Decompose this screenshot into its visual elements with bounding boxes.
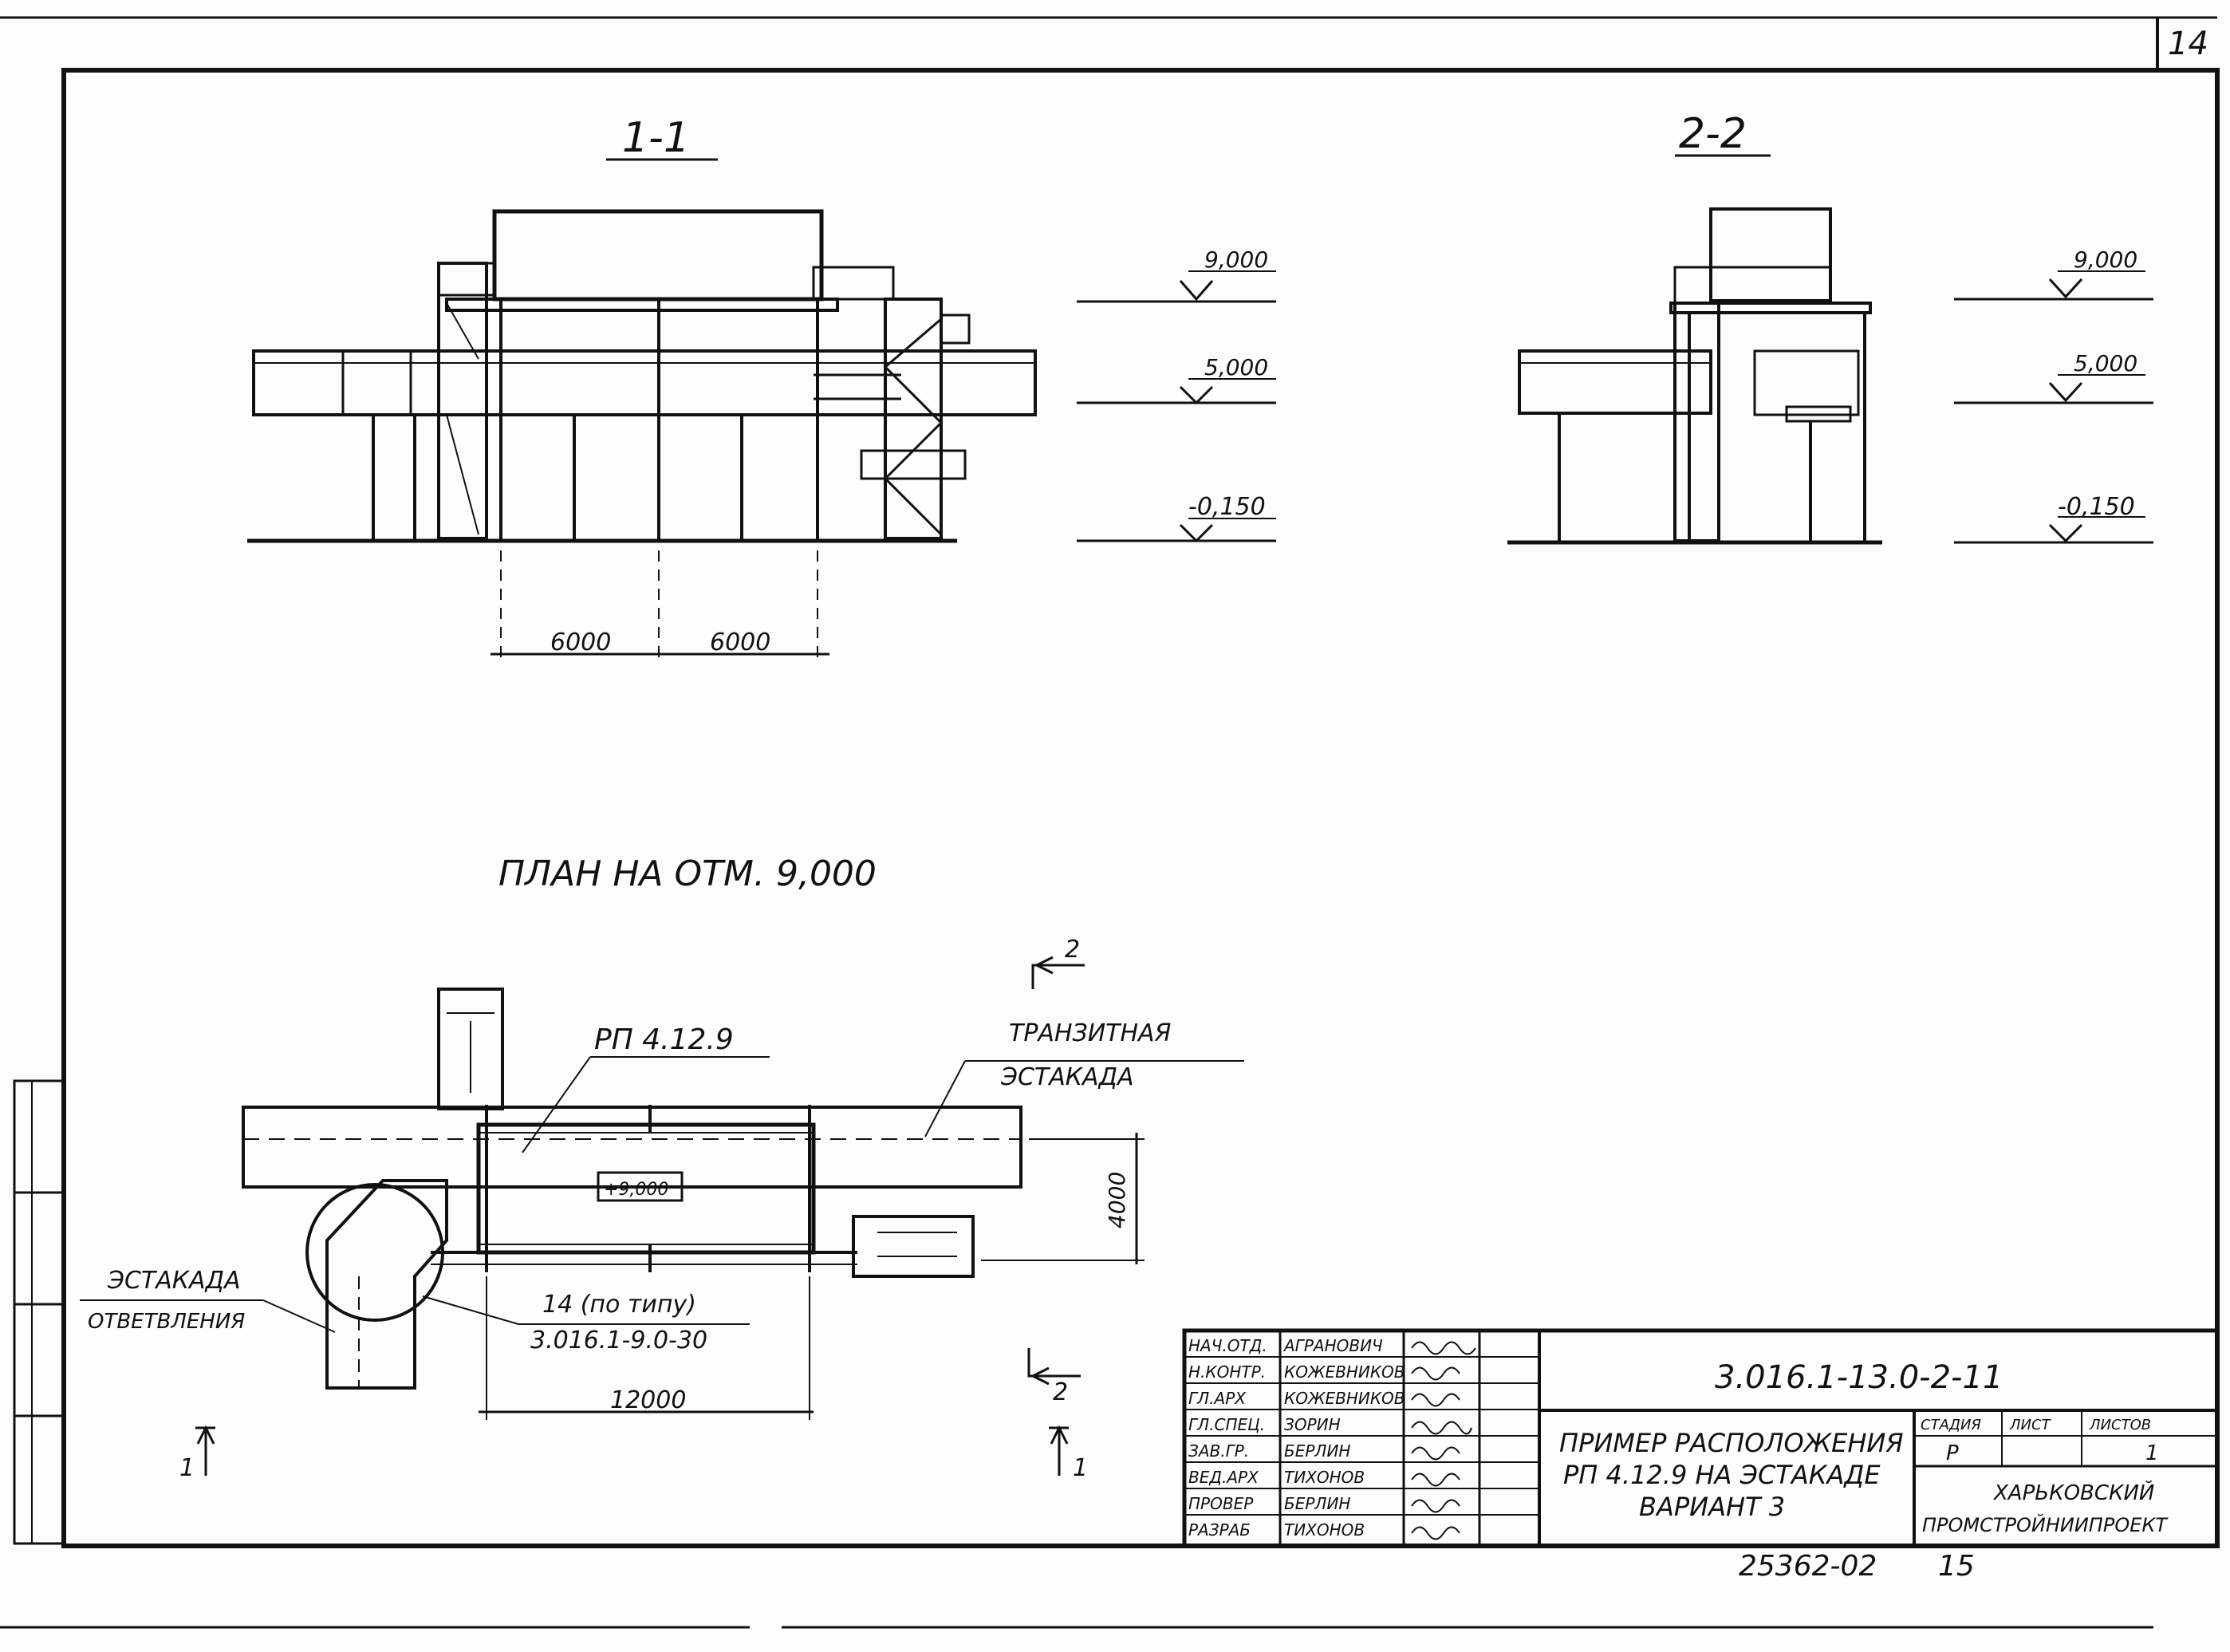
elevation-tag: +9,000 [604, 1180, 668, 1200]
name-7: ТИХОНОВ [1284, 1520, 1365, 1540]
role-0: НАЧ.ОТД. [1188, 1336, 1267, 1355]
sheet-number: 14 [2168, 26, 2208, 62]
stamp-names: АГРАНОВИЧ КОЖЕВНИКОВ КОЖЕВНИКОВ ЗОРИН БЕ… [1282, 1336, 1405, 1540]
transit-label-2: ЭСТАКАДА [1000, 1063, 1134, 1091]
stage-value: Р [1946, 1441, 1959, 1465]
dim-12000: 12000 [610, 1386, 686, 1414]
doc-code: 3.016.1-13.0-2-11 [1715, 1359, 2003, 1396]
name-1: КОЖЕВНИКОВ [1284, 1362, 1405, 1382]
node-label-2: 3.016.1-9.0-30 [530, 1327, 707, 1354]
role-4: ЗАВ.ГР. [1188, 1441, 1249, 1461]
plan-title: ПЛАН НА ОТМ. 9,000 [498, 854, 877, 894]
stage-header: СТАДИЯ [1921, 1417, 1981, 1433]
page-number: 15 [1938, 1550, 1975, 1583]
title-line-3: ВАРИАНТ 3 [1639, 1492, 1785, 1522]
plan-view [80, 956, 1244, 1476]
role-2: ГЛ.АРХ [1188, 1389, 1247, 1408]
cut-mark-top: 2 [1065, 936, 1080, 964]
transit-label-1: ТРАНЗИТНАЯ [1009, 1019, 1172, 1047]
sheet-header: ЛИСТ [2009, 1417, 2052, 1433]
sheets-header: ЛИСТОВ [2089, 1417, 2151, 1433]
name-3: ЗОРИН [1284, 1415, 1341, 1434]
name-2: КОЖЕВНИКОВ [1284, 1389, 1405, 1408]
branch-label-2: ОТВЕТВЛЕНИЯ [88, 1310, 245, 1334]
section-1-1: 6000 6000 [247, 158, 1037, 662]
level-9000-1: 9,000 [1204, 246, 1268, 273]
dim-4000: 4000 [1104, 1172, 1130, 1228]
name-5: ТИХОНОВ [1284, 1468, 1365, 1487]
level-marks-2-2 [1954, 270, 2153, 544]
title-line-1: ПРИМЕР РАСПОЛОЖЕНИЯ [1559, 1428, 1904, 1458]
stamp-roles: НАЧ.ОТД. Н.КОНТР. ГЛ.АРХ ГЛ.СПЕЦ. ЗАВ.ГР… [1188, 1336, 1267, 1540]
section-2-2 [1507, 154, 1882, 545]
title-line-2: РП 4.12.9 НА ЭСТАКАДЕ [1563, 1460, 1881, 1490]
org-line-1: ХАРЬКОВСКИЙ [1992, 1480, 2154, 1505]
sheets-value: 1 [2145, 1441, 2159, 1465]
level-9000-2: 9,000 [2074, 246, 2137, 273]
dim-6000-right: 6000 [710, 629, 770, 656]
role-7: РАЗРАБ [1188, 1520, 1251, 1540]
name-4: БЕРЛИН [1284, 1441, 1350, 1461]
platform-label: РП 4.12.9 [594, 1023, 734, 1056]
cut-mark-1-left: 1 [179, 1454, 195, 1482]
cut-mark-1-right: 1 [1073, 1454, 1088, 1482]
title-block [1182, 1328, 2220, 1548]
org-line-2: ПРОМСТРОЙНИИПРОЕКТ [1922, 1513, 2169, 1536]
section-1-1-title: 1-1 [622, 114, 690, 162]
role-6: ПРОВЕР [1188, 1494, 1254, 1513]
level-0150-1: -0,150 [1188, 493, 1266, 521]
dim-6000-left: 6000 [550, 629, 611, 656]
archive-number: 25362-02 [1739, 1550, 1877, 1583]
role-5: ВЕД.АРХ [1188, 1468, 1259, 1487]
level-marks-1-1 [1077, 270, 1276, 543]
level-5000-2: 5,000 [2074, 350, 2137, 377]
role-1: Н.КОНТР. [1188, 1362, 1266, 1382]
name-0: АГРАНОВИЧ [1282, 1336, 1383, 1355]
sheet-frame [0, 16, 2220, 1629]
cut-mark-bottom: 2 [1053, 1378, 1068, 1406]
level-5000-1: 5,000 [1204, 354, 1268, 380]
name-6: БЕРЛИН [1284, 1494, 1350, 1513]
section-2-2-title: 2-2 [1679, 110, 1747, 158]
level-0150-2: -0,150 [2058, 493, 2135, 521]
role-3: ГЛ.СПЕЦ. [1188, 1415, 1265, 1434]
node-label-1: 14 (по типу) [542, 1291, 696, 1319]
branch-label-1: ЭСТАКАДА [107, 1267, 241, 1295]
